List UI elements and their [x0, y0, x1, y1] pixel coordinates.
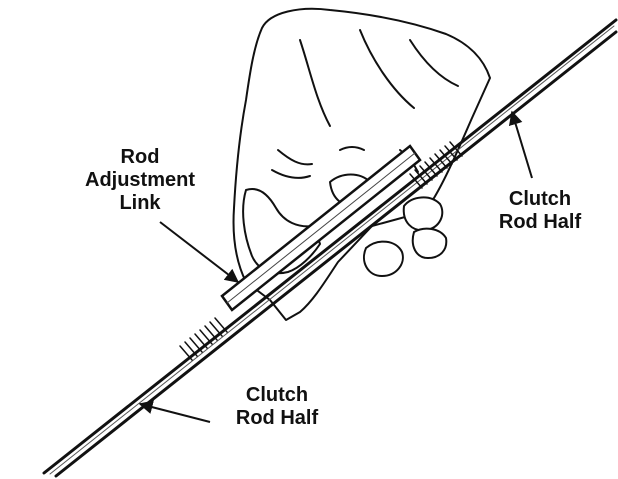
arrow-icon	[140, 404, 210, 422]
arrow-icon	[512, 112, 532, 178]
label-line: Clutch	[490, 188, 590, 211]
label-line: Rod Half	[212, 407, 342, 430]
arrow-icon	[160, 222, 238, 282]
label-line: Clutch	[212, 384, 342, 407]
label-line: Adjustment	[78, 169, 202, 192]
clutch-rod-half-lower-label: Clutch Rod Half	[212, 384, 342, 430]
label-line: Rod Half	[490, 211, 590, 234]
label-line: Rod	[78, 146, 202, 169]
rod-adjustment-link-label: Rod Adjustment Link	[78, 146, 202, 215]
clutch-rod-half-upper-label: Clutch Rod Half	[490, 188, 590, 234]
label-line: Link	[78, 192, 202, 215]
